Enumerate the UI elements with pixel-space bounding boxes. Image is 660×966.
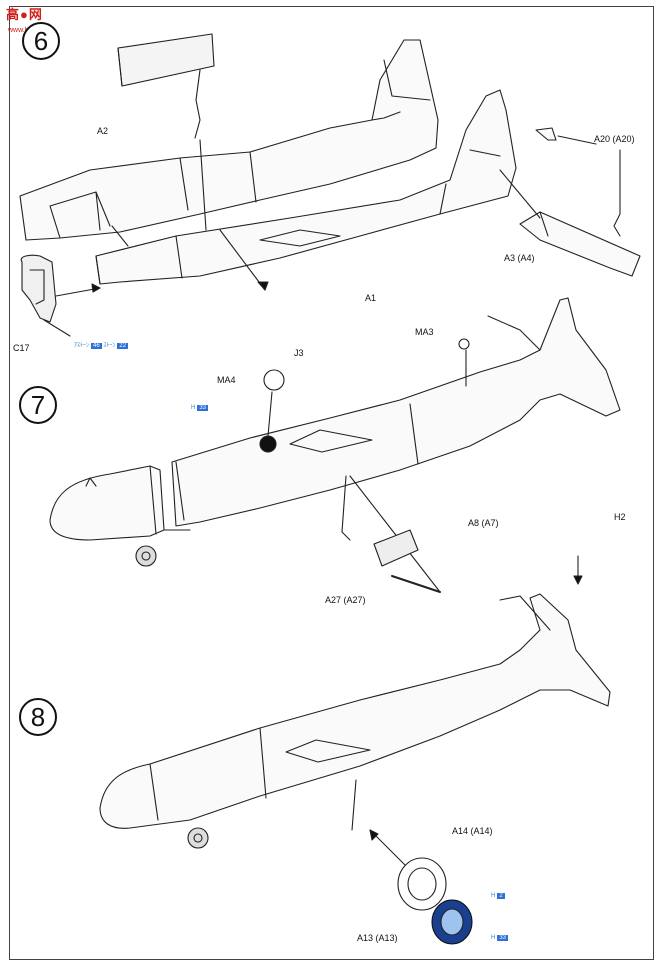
part-label-c17: C17 (13, 343, 30, 353)
paint-name: H (191, 405, 196, 411)
part-label-a3: A3 (A4) (504, 253, 535, 263)
part-label-ma4: MA4 (217, 375, 236, 385)
step-number-6: 6 (22, 22, 60, 60)
paint-chip-1: 2 (497, 893, 505, 899)
step-number-7: 7 (19, 386, 57, 424)
page-frame (9, 6, 654, 960)
step6-drawing (19, 33, 641, 337)
part-label-a1: A1 (365, 293, 377, 303)
paint-name-1: H (491, 893, 496, 899)
paint-name-2: ｽﾄｰﾝ (103, 343, 116, 349)
part-label-a27: A27 (A27) (325, 595, 366, 605)
paint-name-2: H (491, 935, 496, 941)
step-number-8: 8 (19, 698, 57, 736)
part-label-a8: A8 (A7) (468, 518, 499, 528)
part-label-ma3: MA3 (415, 327, 434, 337)
part-label-a2: A2 (97, 126, 109, 136)
watermark-logo: 高●网 (6, 7, 43, 22)
paint-chip-2: 22 (117, 343, 129, 349)
paint-chip-2: 33 (497, 935, 509, 941)
step7-drawing (49, 297, 621, 593)
step8-drawing (99, 555, 611, 945)
paint-name-1: ｱｽﾄｰﾝ (74, 343, 90, 349)
paint-chip: 33 (197, 405, 209, 411)
part-label-a20: A20 (A20) (594, 134, 635, 144)
part-label-a14: A14 (A14) (452, 826, 493, 836)
part-label-h2: H2 (614, 512, 626, 522)
part-label-j3: J3 (294, 348, 304, 358)
paint-chip-1: 46 (91, 343, 102, 349)
part-label-a13: A13 (A13) (357, 933, 398, 943)
